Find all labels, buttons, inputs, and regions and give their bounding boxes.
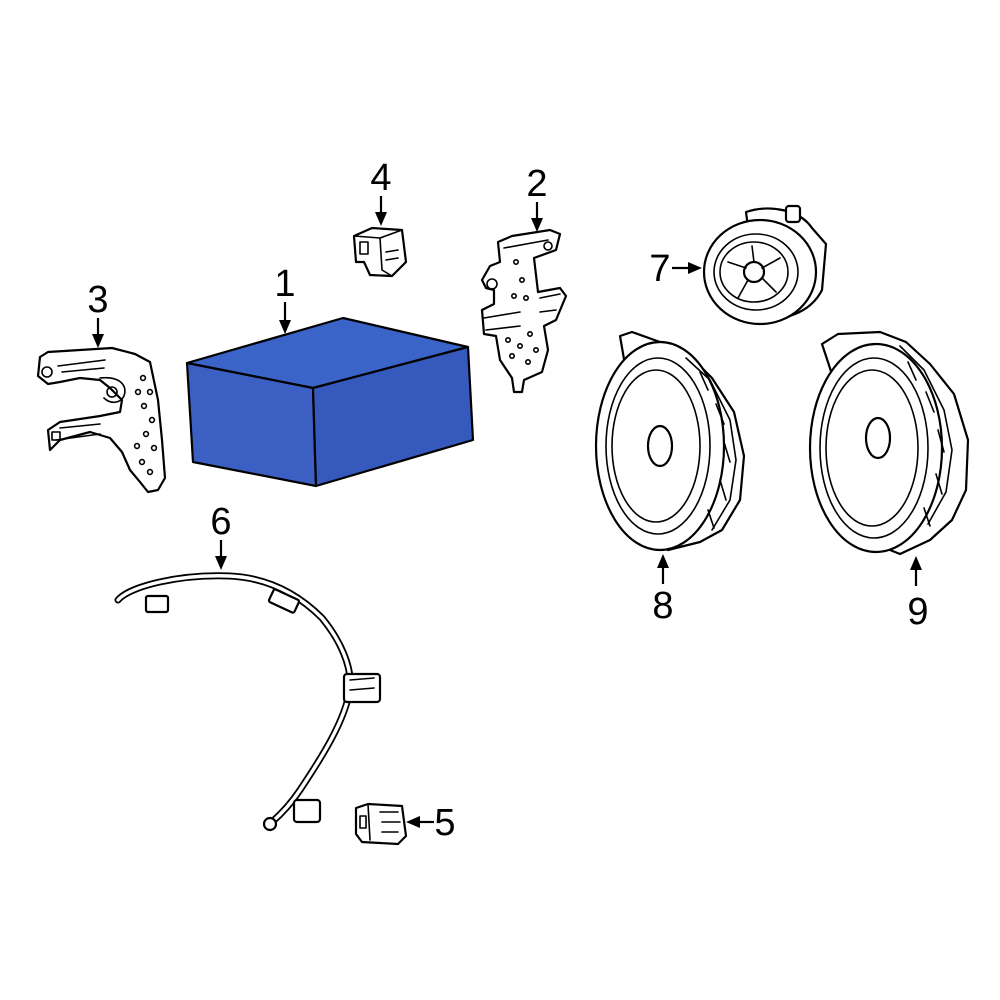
callout-9: 9: [907, 591, 928, 633]
callout-8: 8: [652, 585, 673, 627]
tweeter-part-7[interactable]: [702, 204, 828, 326]
speaker-part-9[interactable]: [808, 330, 970, 556]
callout-7: 7: [649, 248, 670, 290]
arrowhead-1: [279, 320, 291, 334]
arrowhead-5: [406, 816, 420, 828]
callout-6: 6: [210, 501, 231, 543]
arrowhead-2: [531, 218, 543, 232]
arrowhead-3: [92, 334, 104, 348]
callout-4: 4: [370, 157, 391, 199]
callout-numbers: 1 2 3 4 5 6 7 8 9: [87, 157, 928, 844]
left-bracket-part-3[interactable]: [36, 346, 167, 494]
wire-harness-part-6[interactable]: [114, 572, 382, 832]
amplifier-part-1[interactable]: [185, 316, 475, 488]
right-bracket-part-2[interactable]: [480, 228, 568, 394]
leader-lines: [92, 196, 922, 828]
callout-3: 3: [87, 279, 108, 321]
connector-part-5[interactable]: [354, 802, 408, 846]
arrowhead-7: [688, 262, 702, 274]
arrowhead-8: [657, 554, 669, 568]
callout-2: 2: [526, 163, 547, 205]
callout-5: 5: [434, 802, 455, 844]
arrowhead-9: [910, 556, 922, 570]
callout-1: 1: [274, 263, 295, 305]
arrowhead-6: [215, 556, 227, 570]
amplifier-side-face: [311, 345, 475, 488]
arrowhead-4: [375, 212, 387, 226]
connector-part-4[interactable]: [352, 226, 408, 278]
speaker-part-8[interactable]: [594, 330, 746, 552]
